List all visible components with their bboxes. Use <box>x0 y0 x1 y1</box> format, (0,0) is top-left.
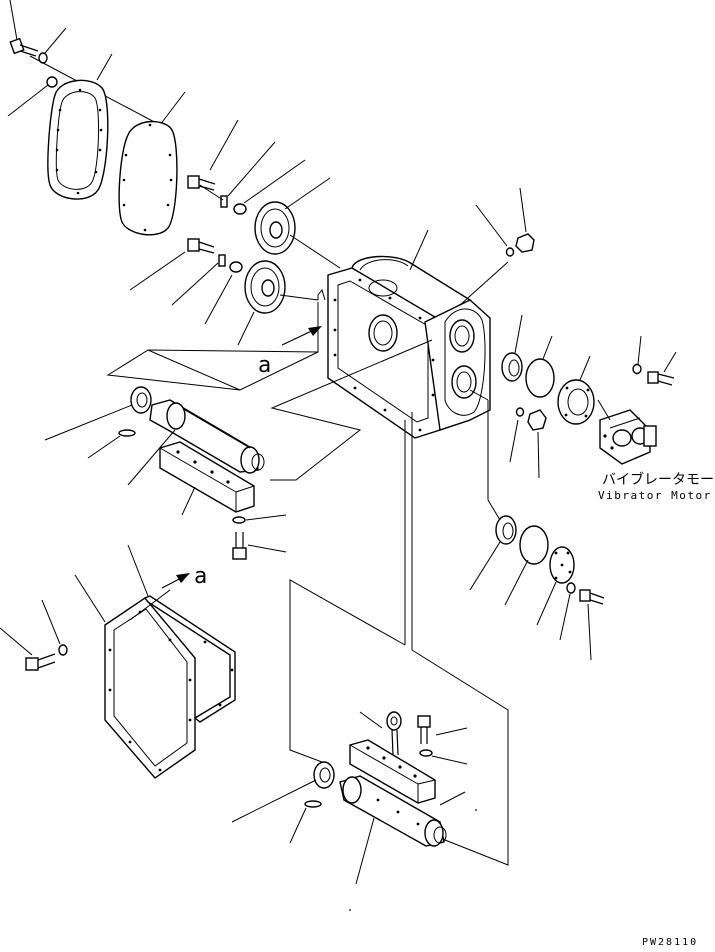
gasket-right-upper <box>525 358 555 398</box>
gasket-oval-holes <box>55 88 173 232</box>
view-label-a-lower: a <box>194 564 207 589</box>
leader-lines-shaft-upper <box>44 404 287 553</box>
nut-top-left <box>46 76 58 88</box>
nut-middle-right <box>509 409 547 479</box>
vibrator-motor <box>599 409 657 465</box>
bolt-bottom-left <box>25 653 56 671</box>
washer-right-lower <box>566 582 576 594</box>
eccentric-shaft-lower <box>339 775 447 847</box>
view-arrow-a-lower: a <box>161 564 207 589</box>
seal-right-lower <box>495 515 517 545</box>
gear-lower <box>244 260 286 314</box>
drawing-number: PW28110 <box>642 937 698 948</box>
leader-lines-cover <box>0 544 171 656</box>
leader-lines-gears <box>129 119 341 346</box>
bearing-left <box>130 386 152 414</box>
bolt-bar-lower <box>417 715 431 744</box>
o-ring-left <box>118 429 136 437</box>
eye-bolt <box>386 711 402 756</box>
gasket-right-lower <box>519 525 549 565</box>
bolt-motor <box>647 371 675 386</box>
routing-lines-lower <box>289 412 509 866</box>
bolt-bar-upper <box>232 532 247 560</box>
cover-plate-front <box>104 597 196 779</box>
cover-gasket-back <box>143 595 236 723</box>
bolt-right-lower <box>579 589 605 605</box>
weight-bar-upper <box>159 441 255 513</box>
view-arrow-a-upper: a <box>258 326 322 378</box>
bearing-lower <box>313 761 335 789</box>
washer-bottom-left <box>58 644 68 656</box>
bolt-gear-upper <box>187 175 216 191</box>
plug-ball <box>515 407 525 417</box>
weight-bar-lower <box>349 739 436 804</box>
motor-label-jp: バイブレータモータ <box>602 471 715 488</box>
washer-motor <box>632 363 642 375</box>
seal-right-upper <box>501 352 523 382</box>
bolt-gear-lower <box>187 238 215 254</box>
washer-bar-lower <box>419 749 433 757</box>
cover-right-lower <box>549 546 575 584</box>
gasket-oval-back <box>118 120 178 236</box>
washer-lower <box>229 261 243 273</box>
breather-plug <box>459 187 535 306</box>
gasket-oval-front <box>47 79 109 200</box>
motor-flange <box>557 379 595 425</box>
leader-housing <box>409 229 429 271</box>
lock-plate-upper <box>220 195 228 208</box>
o-ring-lower <box>304 800 322 808</box>
leader-lines-lower <box>231 711 477 911</box>
gearbox-housing <box>327 255 491 439</box>
leader-lines-right <box>514 314 677 421</box>
leader-lines-right-lower <box>469 389 592 661</box>
shaft-routing-lines <box>106 302 433 481</box>
eccentric-shaft-upper <box>149 399 265 474</box>
view-label-a-upper: a <box>258 353 271 378</box>
gear-upper <box>254 201 296 255</box>
washer-upper <box>233 203 247 215</box>
motor-label-en: Vibrator Motor <box>598 489 712 502</box>
washer-bar-upper <box>232 516 246 524</box>
bolt-top-left <box>9 37 39 57</box>
lock-plate-lower <box>218 254 226 267</box>
